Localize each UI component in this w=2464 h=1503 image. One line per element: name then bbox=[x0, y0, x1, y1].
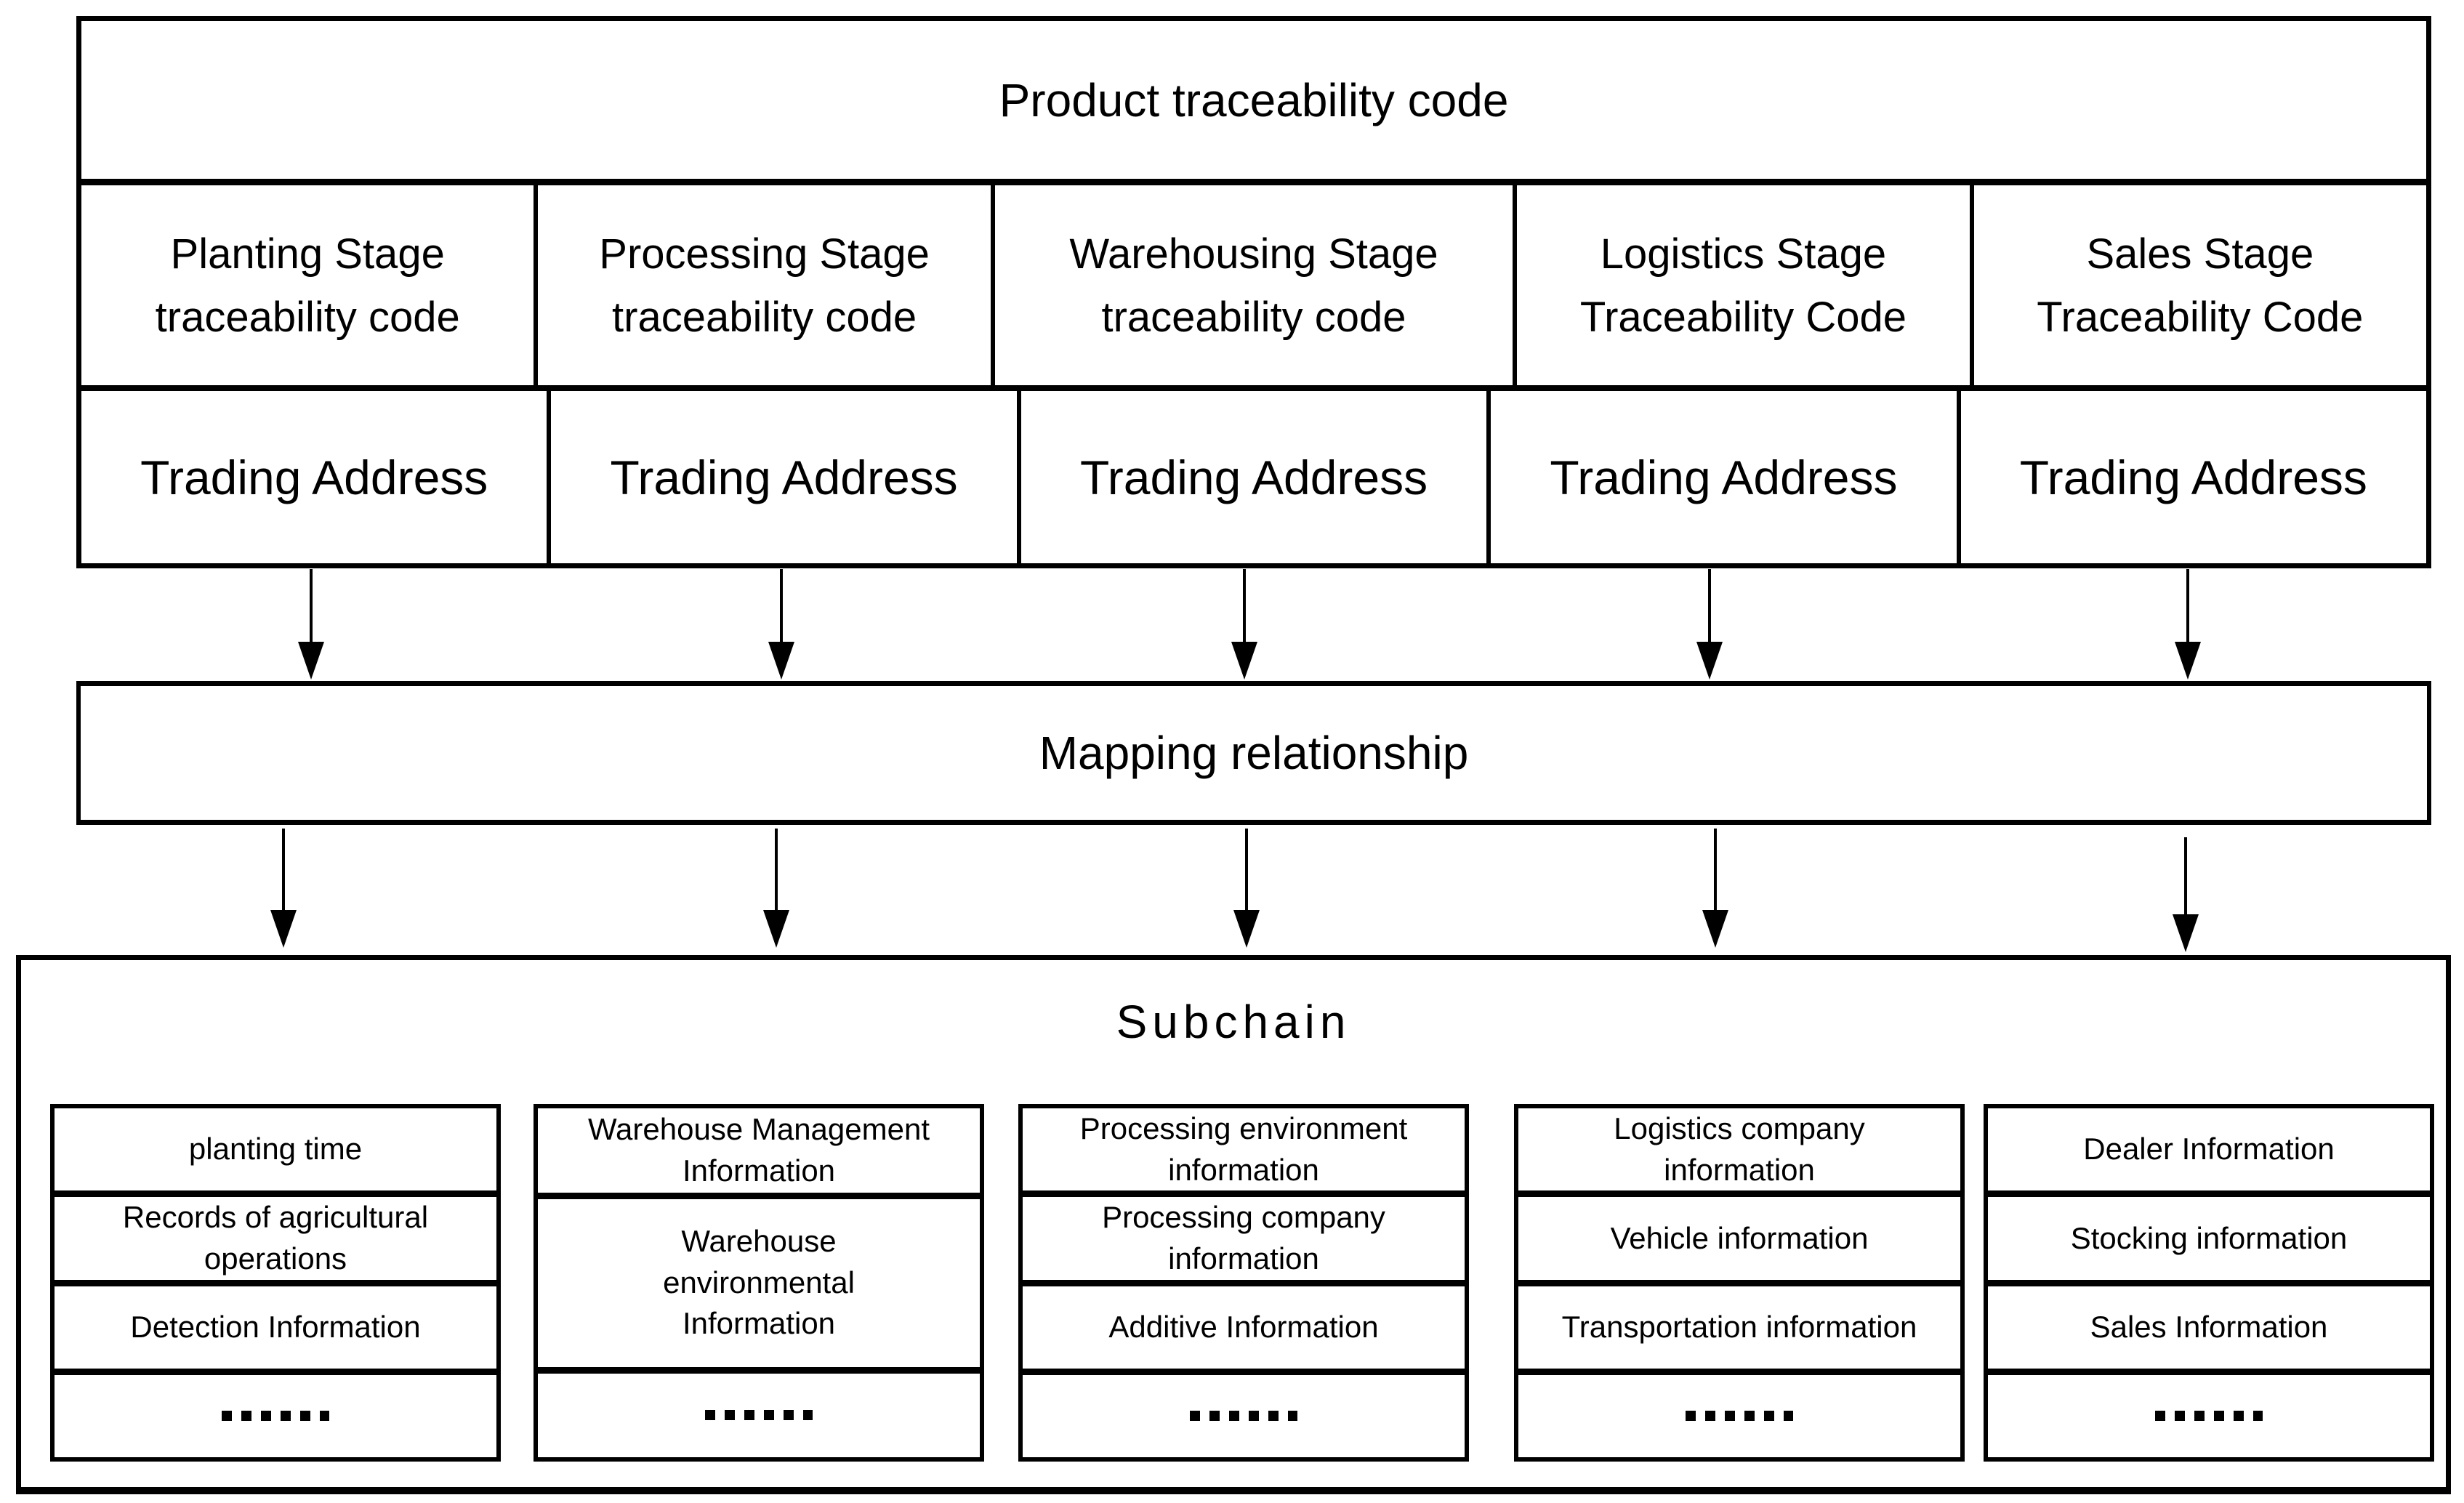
ellipsis-dots-icon bbox=[1686, 1411, 1793, 1422]
subchain-title: Subchain bbox=[1116, 996, 1351, 1048]
down-arrow-icon bbox=[270, 829, 297, 948]
product-code-table: Product traceability code Planting Stage… bbox=[76, 16, 2431, 568]
ellipsis-dots-icon bbox=[2155, 1411, 2263, 1422]
mapping-relationship-label: Mapping relationship bbox=[1039, 727, 1469, 779]
stage-cell-logistics: Logistics Stage Traceability Code bbox=[1517, 185, 1974, 385]
subchain-cell: Transportation information bbox=[1518, 1279, 1960, 1369]
down-arrow-icon bbox=[298, 569, 324, 680]
trading-address-logistics: Trading Address bbox=[1491, 391, 1961, 563]
down-arrow-icon bbox=[2173, 837, 2199, 952]
subchain-group-processing: Processing environment information Proce… bbox=[1018, 1104, 1469, 1462]
subchain-cell: Detection Information bbox=[55, 1279, 496, 1369]
down-arrow-icon bbox=[768, 569, 794, 680]
mapping-relationship-box: Mapping relationship bbox=[76, 681, 2431, 825]
subchain-cell-ellipsis: …… bbox=[1518, 1368, 1960, 1457]
subchain-cell: Vehicle information bbox=[1518, 1190, 1960, 1279]
subchain-group-warehousing: Warehouse Management Information Warehou… bbox=[534, 1104, 984, 1462]
down-arrow-icon bbox=[1702, 829, 1728, 948]
ellipsis-dots-icon bbox=[222, 1411, 329, 1422]
subchain-group-planting: planting time Records of agricultural op… bbox=[50, 1104, 501, 1462]
stage-name-row: Planting Stage traceability code Process… bbox=[81, 185, 2426, 391]
stage-cell-warehousing: Warehousing Stage traceability code bbox=[995, 185, 1518, 385]
subchain-cell: Sales Information bbox=[1988, 1279, 2430, 1369]
ellipsis-dots-icon bbox=[1190, 1411, 1297, 1422]
product-code-title: Product traceability code bbox=[81, 21, 2426, 185]
down-arrow-icon bbox=[1231, 569, 1257, 680]
subchain-cell: planting time bbox=[188, 1132, 363, 1166]
subchain-cell: Additive Information bbox=[1023, 1279, 1465, 1369]
subchain-cell: Processing environment information bbox=[1079, 1111, 1408, 1187]
down-arrow-icon bbox=[1233, 829, 1260, 948]
down-arrow-icon bbox=[2175, 569, 2201, 680]
stage-cell-sales: Sales Stage Traceability Code bbox=[2037, 230, 2364, 341]
trading-address-processing: Trading Address bbox=[551, 391, 1021, 563]
subchain-cell: Records of agricultural operations bbox=[55, 1190, 496, 1279]
trading-address-row: Trading Address Trading Address Trading … bbox=[81, 391, 2426, 563]
subchain-cell: Processing company information bbox=[1023, 1190, 1465, 1279]
down-arrow-icon bbox=[1696, 569, 1723, 680]
ellipsis-dots-icon bbox=[705, 1410, 813, 1421]
subchain-cell: Logistics company information bbox=[1614, 1111, 1865, 1187]
subchain-cell: Dealer Information bbox=[2083, 1132, 2335, 1166]
subchain-cell: Stocking information bbox=[1988, 1190, 2430, 1279]
stage-cell-planting: Planting Stage traceability code bbox=[81, 185, 539, 385]
subchain-box: Subchain planting time Records of agricu… bbox=[16, 955, 2451, 1494]
subchain-group-logistics: Logistics company information Vehicle in… bbox=[1514, 1104, 1965, 1462]
stage-cell-processing: Processing Stage traceability code bbox=[538, 185, 995, 385]
subchain-cell-ellipsis: …… bbox=[1023, 1368, 1465, 1457]
trading-address-sales: Trading Address bbox=[2019, 450, 2367, 504]
subchain-cell: Warehouse environmental Information bbox=[538, 1192, 980, 1367]
subchain-cell-ellipsis: …… bbox=[1988, 1368, 2430, 1457]
subchain-cell-ellipsis: …… bbox=[538, 1366, 980, 1458]
subchain-cell-ellipsis: …… bbox=[55, 1368, 496, 1457]
subchain-group-sales: Dealer Information Stocking information … bbox=[1984, 1104, 2434, 1462]
subchain-cell: Warehouse Management Information bbox=[587, 1112, 930, 1188]
down-arrow-icon bbox=[763, 829, 789, 948]
trading-address-planting: Trading Address bbox=[81, 391, 552, 563]
trading-address-warehousing: Trading Address bbox=[1021, 391, 1491, 563]
